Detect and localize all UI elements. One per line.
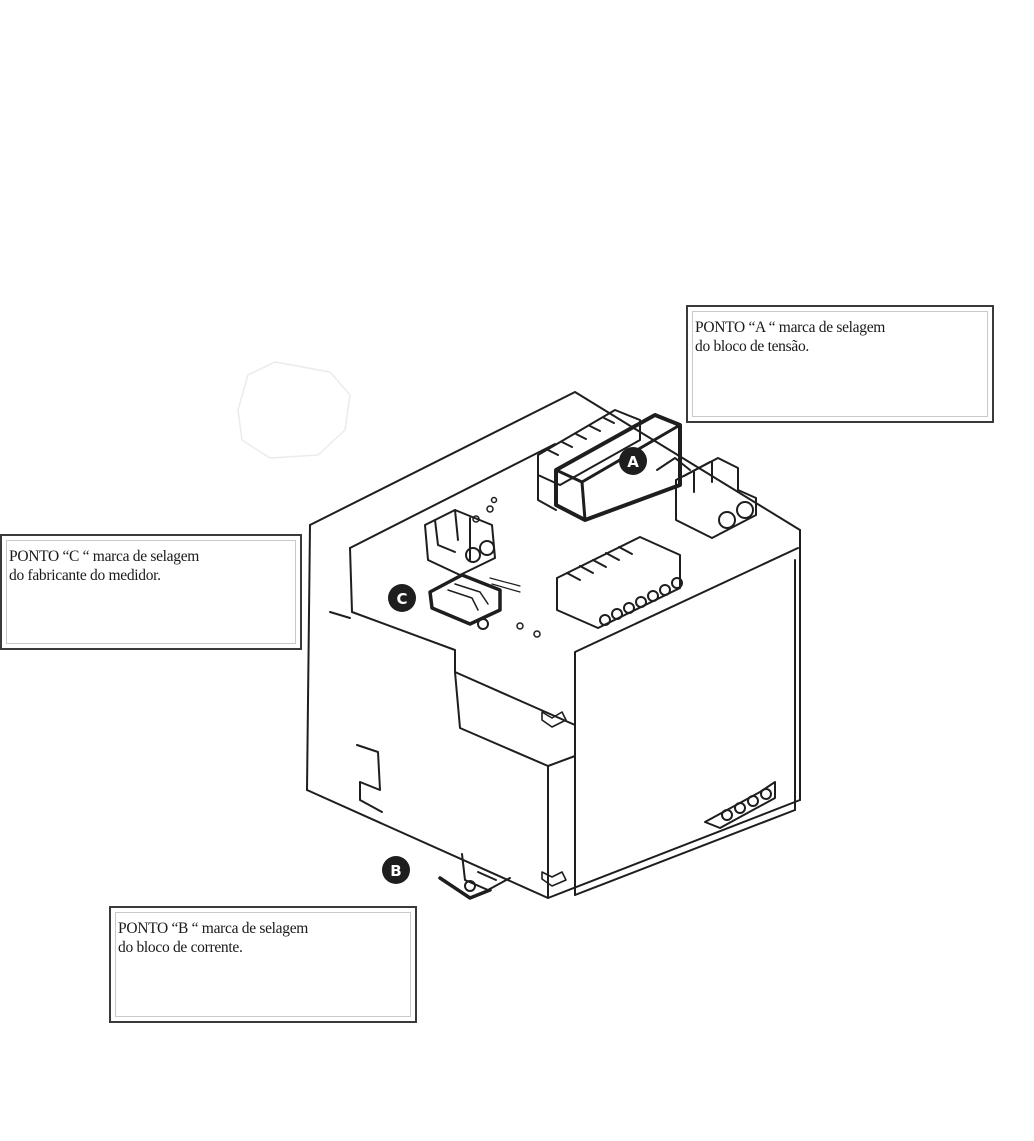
callout-point-b: PONTO “B “ marca de selagem do bloco de … — [109, 906, 417, 1023]
callout-a-line1: PONTO “A “ marca de selagem — [695, 319, 886, 336]
marker-c: C — [388, 584, 416, 612]
meter-housing — [306, 391, 801, 899]
callout-point-b-text: PONTO “B “ marca de selagem do bloco de … — [115, 912, 411, 1017]
callout-point-c: PONTO “C “ marca de selagem do fabricant… — [0, 534, 302, 650]
marker-a: A — [619, 447, 647, 475]
callout-a-line2: do bloco de tensão. — [695, 338, 809, 355]
current-block-seal — [438, 853, 511, 900]
scan-smudge — [237, 361, 351, 459]
callout-c-line1: PONTO “C “ marca de selagem — [9, 548, 200, 565]
callout-point-c-text: PONTO “C “ marca de selagem do fabricant… — [6, 540, 296, 644]
callout-point-a-text: PONTO “A “ marca de selagem do bloco de … — [692, 311, 988, 417]
callout-point-a: PONTO “A “ marca de selagem do bloco de … — [686, 305, 994, 423]
manufacturer-seal — [428, 573, 521, 630]
svg-text:C: C — [396, 590, 407, 608]
callout-b-line1: PONTO “B “ marca de selagem — [118, 920, 309, 937]
terminal-block — [556, 536, 683, 629]
current-block-terminals — [704, 781, 776, 829]
marker-b: B — [382, 856, 410, 884]
voltage-block — [537, 409, 682, 522]
svg-text:B: B — [390, 862, 401, 880]
svg-text:A: A — [627, 453, 639, 471]
small-terminal — [424, 509, 496, 576]
callout-b-line2: do bloco de corrente. — [118, 939, 243, 956]
voltage-terminal — [656, 457, 757, 539]
callout-c-line2: do fabricante do medidor. — [9, 567, 161, 584]
